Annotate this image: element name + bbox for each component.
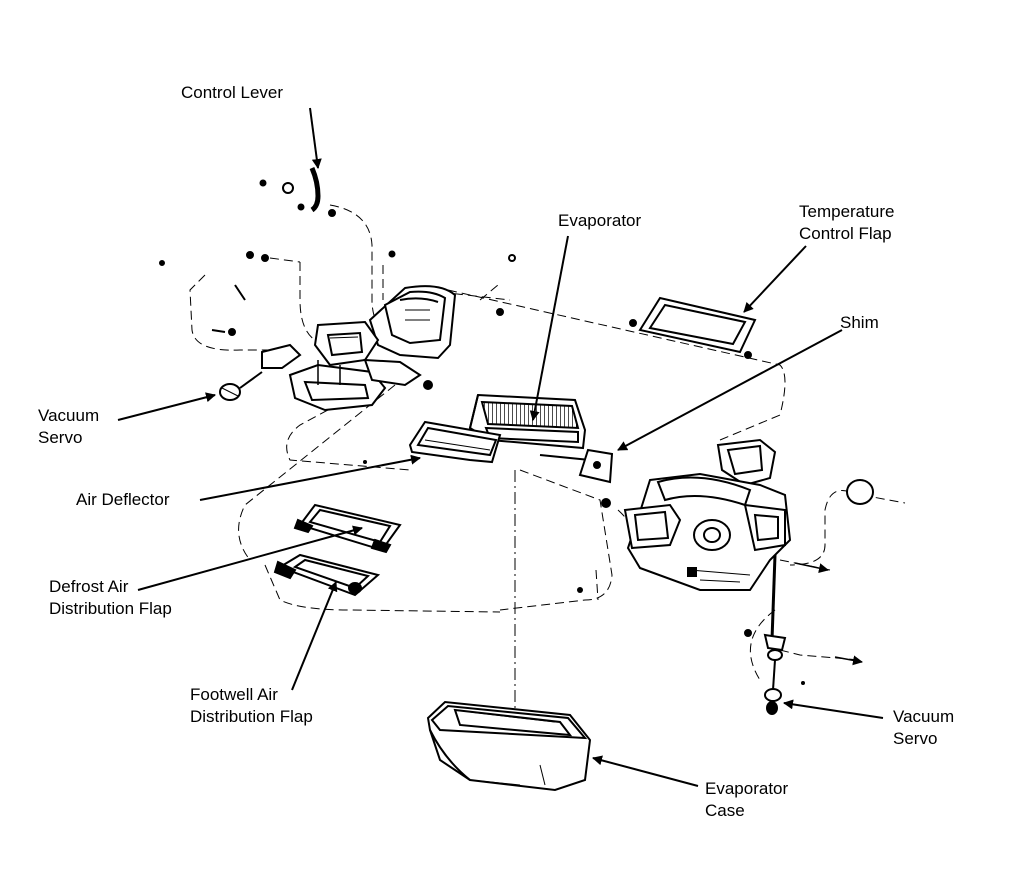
control-lever-linkage <box>159 167 516 336</box>
footwell-air-distribution-flap-part <box>273 553 381 597</box>
label-evaporator: Evaporator <box>558 211 642 230</box>
label-defrost-air-distribution-flap: Defrost Air Distribution Flap <box>49 577 172 618</box>
air-deflector-part <box>408 420 502 464</box>
defrost-air-distribution-flap-part <box>293 503 402 554</box>
blower-cap-part <box>846 479 874 505</box>
right-housing-assembly <box>623 438 792 591</box>
small-fasteners <box>363 460 805 685</box>
arrow-footwell-flap <box>291 581 338 691</box>
label-vacuum-servo-right: Vacuum Servo <box>893 707 955 748</box>
label-air-deflector: Air Deflector <box>76 490 170 509</box>
arrow-shim <box>617 329 843 451</box>
arrow-vacuum-servo-right <box>783 699 884 719</box>
arrow-control-lever <box>309 107 322 169</box>
shim-part <box>578 448 614 508</box>
label-evaporator-case: Evaporator Case <box>705 779 789 820</box>
vacuum-servo-right <box>744 554 787 715</box>
label-footwell-air-distribution-flap: Footwell Air Distribution Flap <box>190 685 313 726</box>
arrow-evaporator <box>529 235 569 421</box>
vacuum-servo-left <box>219 371 263 401</box>
label-shim: Shim <box>840 313 879 332</box>
left-housing-assembly <box>261 285 457 412</box>
arrow-defrost-flap <box>137 525 363 591</box>
evaporator-case-part <box>426 700 592 792</box>
direction-arrows <box>794 562 863 666</box>
label-control-lever: Control Lever <box>181 83 284 102</box>
leader-arrows <box>117 107 884 787</box>
arrow-evaporator-case <box>592 755 699 787</box>
label-temperature-control-flap: Temperature Control Flap <box>799 202 895 243</box>
arrow-temperature-control-flap <box>743 245 807 313</box>
label-vacuum-servo-left: Vacuum Servo <box>38 406 100 447</box>
arrow-air-deflector <box>199 454 421 501</box>
arrow-vacuum-servo-left <box>117 392 216 421</box>
temperature-control-flap-part <box>629 296 757 359</box>
